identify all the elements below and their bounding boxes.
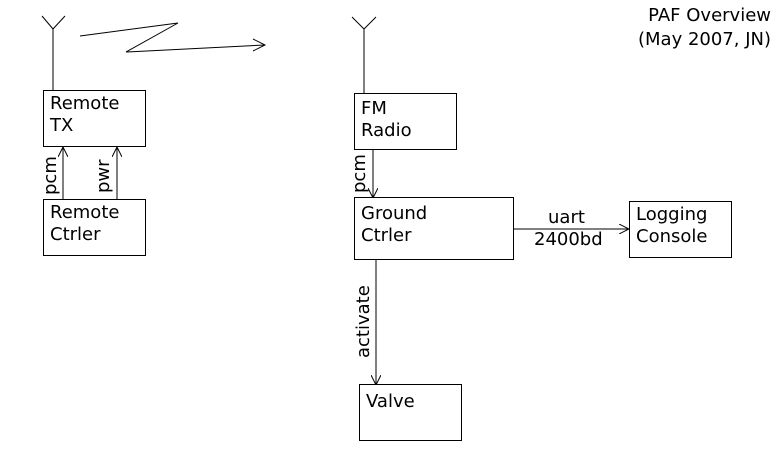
edge-label-uart: uart [548, 207, 585, 228]
node-label: Remote [50, 202, 120, 223]
diagram-title: PAF Overview (May 2007, JN) [638, 4, 771, 52]
node-ground-ctrler: Ground Ctrler [354, 197, 514, 260]
node-remote-ctrler: Remote Ctrler [43, 199, 146, 256]
node-label: Ctrler [361, 225, 412, 246]
antenna-icon-right [351, 16, 377, 94]
edge-label-uart-rate: 2400bd [534, 229, 603, 250]
node-valve: Valve [359, 384, 462, 441]
node-remote-tx: Remote TX [43, 90, 146, 147]
edge-label-pcm-radio: pcm [349, 154, 370, 193]
edge-label-activate: activate [353, 285, 374, 358]
node-label: TX [50, 115, 74, 136]
edge-label-pcm-remote: pcm [40, 156, 61, 195]
edge-label-pwr-remote: pwr [93, 159, 114, 193]
node-label: Remote [50, 93, 120, 114]
node-label: Valve [366, 391, 415, 412]
antenna-icon-left [41, 15, 66, 91]
node-logging-console: Logging Console [629, 201, 732, 258]
title-line-2: (May 2007, JN) [637, 29, 771, 50]
node-label: Logging [636, 204, 708, 225]
node-label: FM [361, 98, 387, 119]
node-label: Ground [361, 203, 428, 224]
node-label: Console [636, 226, 708, 247]
node-label: Ctrler [50, 224, 101, 245]
node-fm-radio: FM Radio [354, 93, 457, 150]
node-label: Radio [361, 120, 412, 141]
title-line-1: PAF Overview [648, 5, 771, 26]
radio-signal-icon [79, 22, 267, 53]
